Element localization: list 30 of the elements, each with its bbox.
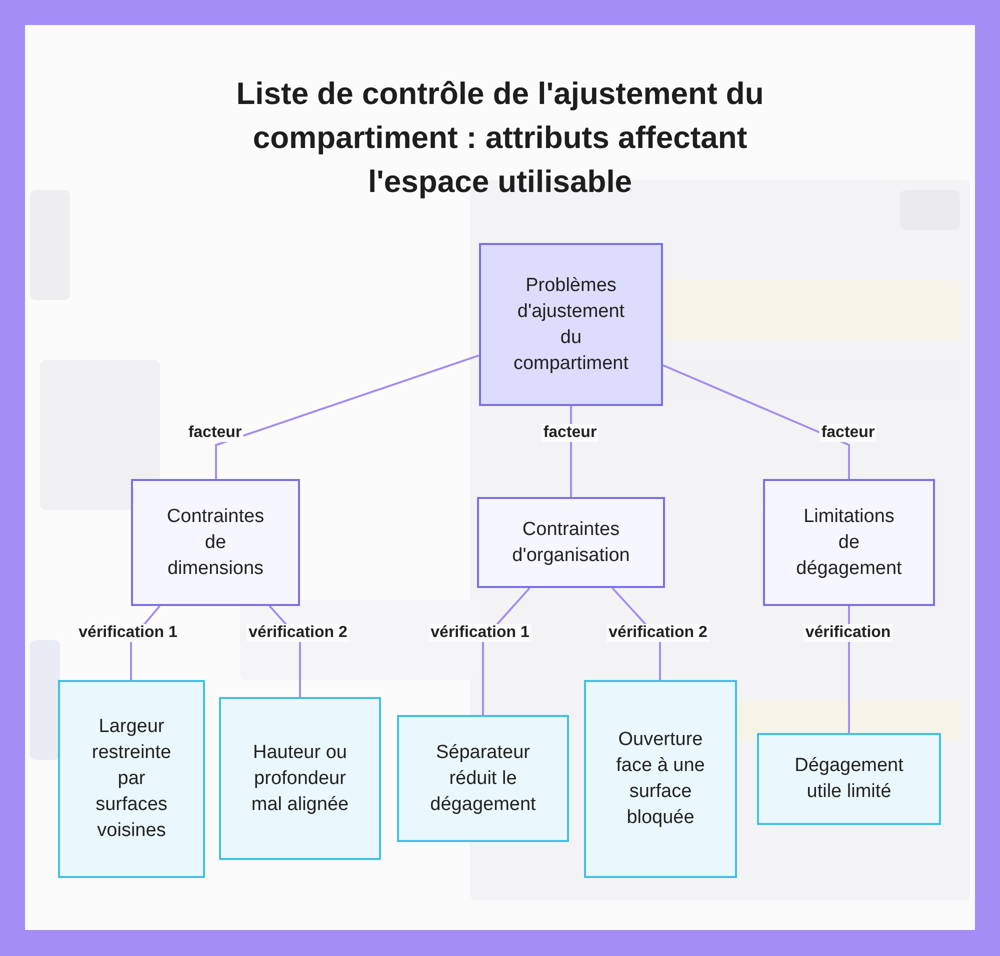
root-box (479, 243, 663, 406)
title: Liste de contrôle de l'ajustement du compartiment : attributs affectant l'espace utilisable (235, 75, 765, 201)
edge-label: vérification 1 (428, 624, 532, 642)
node-text: Séparateur réduit le dégagement (429, 740, 537, 816)
category-box (477, 497, 665, 588)
connector-line (848, 606, 850, 733)
check-box (757, 733, 941, 825)
node-text: Contraintes de dimensions (166, 504, 266, 580)
node-text: Contraintes d'organisation (511, 518, 631, 568)
check-box (584, 680, 737, 878)
edge-label: facteur (541, 424, 599, 442)
category-box (763, 479, 935, 606)
node-text: Problèmes d'ajustement du compartiment (512, 274, 630, 376)
edge-label: vérification 2 (246, 624, 350, 642)
edge-label: facteur (186, 424, 244, 442)
connector-line (215, 354, 480, 479)
check-box (58, 680, 205, 878)
connector-line (662, 364, 850, 479)
node-text: Hauteur ou profondeur mal alignée (250, 740, 350, 816)
edge-label: facteur (819, 424, 877, 442)
edge-label: vérification 1 (76, 624, 180, 642)
node-text: Limitations de dégagement (795, 504, 903, 580)
check-box (219, 697, 381, 860)
category-box (131, 479, 300, 606)
node-text: Largeur restreinte par surfaces voisines (90, 715, 172, 843)
edge-label: vérification (803, 624, 893, 642)
edge-label: vérification 2 (606, 624, 710, 642)
node-text: Dégagement utile limité (794, 754, 904, 804)
node-text: Ouverture face à une surface bloquée (615, 728, 706, 830)
check-box (397, 715, 569, 842)
